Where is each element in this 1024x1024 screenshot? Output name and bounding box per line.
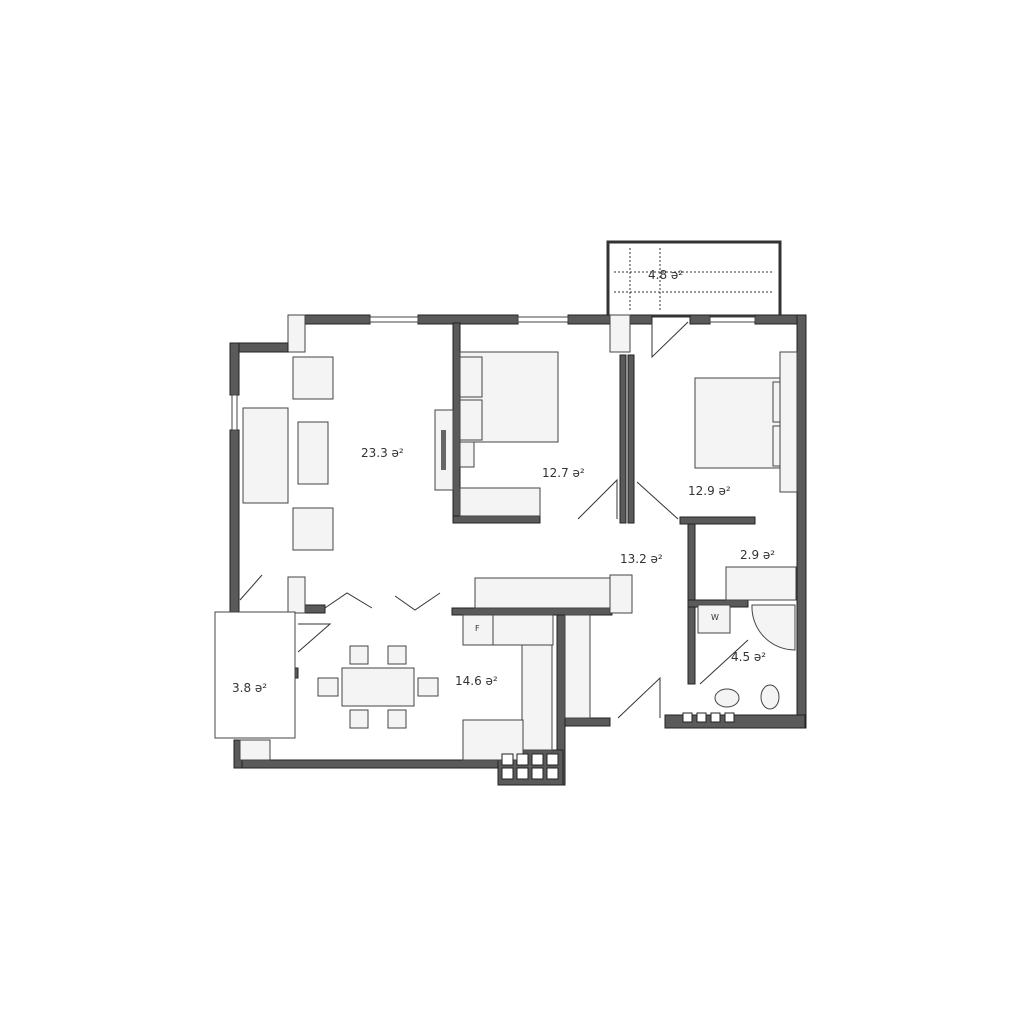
bathroom-fixtures bbox=[682, 604, 796, 723]
washer-label: W bbox=[711, 613, 719, 622]
doors bbox=[239, 321, 749, 719]
wc-room bbox=[214, 611, 296, 761]
room-area-hallway: 13.2 ə² bbox=[620, 552, 663, 566]
room-area-closet: 2.9 ə² bbox=[740, 548, 776, 562]
room-area-wc: 3.8 ə² bbox=[232, 681, 268, 695]
room-area-balcony: 4.8 ə² bbox=[648, 268, 684, 282]
room-area-living: 23.3 ə² bbox=[361, 446, 404, 460]
fridge-label: F bbox=[475, 624, 480, 633]
bed-2 bbox=[694, 351, 798, 601]
room-area-bathroom: 4.5 ə² bbox=[731, 650, 767, 664]
bed-1 bbox=[459, 351, 559, 517]
room-area-bedroom-1: 12.7 ə² bbox=[542, 466, 585, 480]
balcony bbox=[606, 240, 782, 318]
walls bbox=[229, 314, 807, 786]
living-furniture bbox=[242, 356, 454, 551]
room-area-kitchen: 14.6 ə² bbox=[455, 674, 498, 688]
kitchen-furniture bbox=[317, 577, 611, 780]
room-area-bedroom-2: 12.9 ə² bbox=[688, 484, 731, 498]
